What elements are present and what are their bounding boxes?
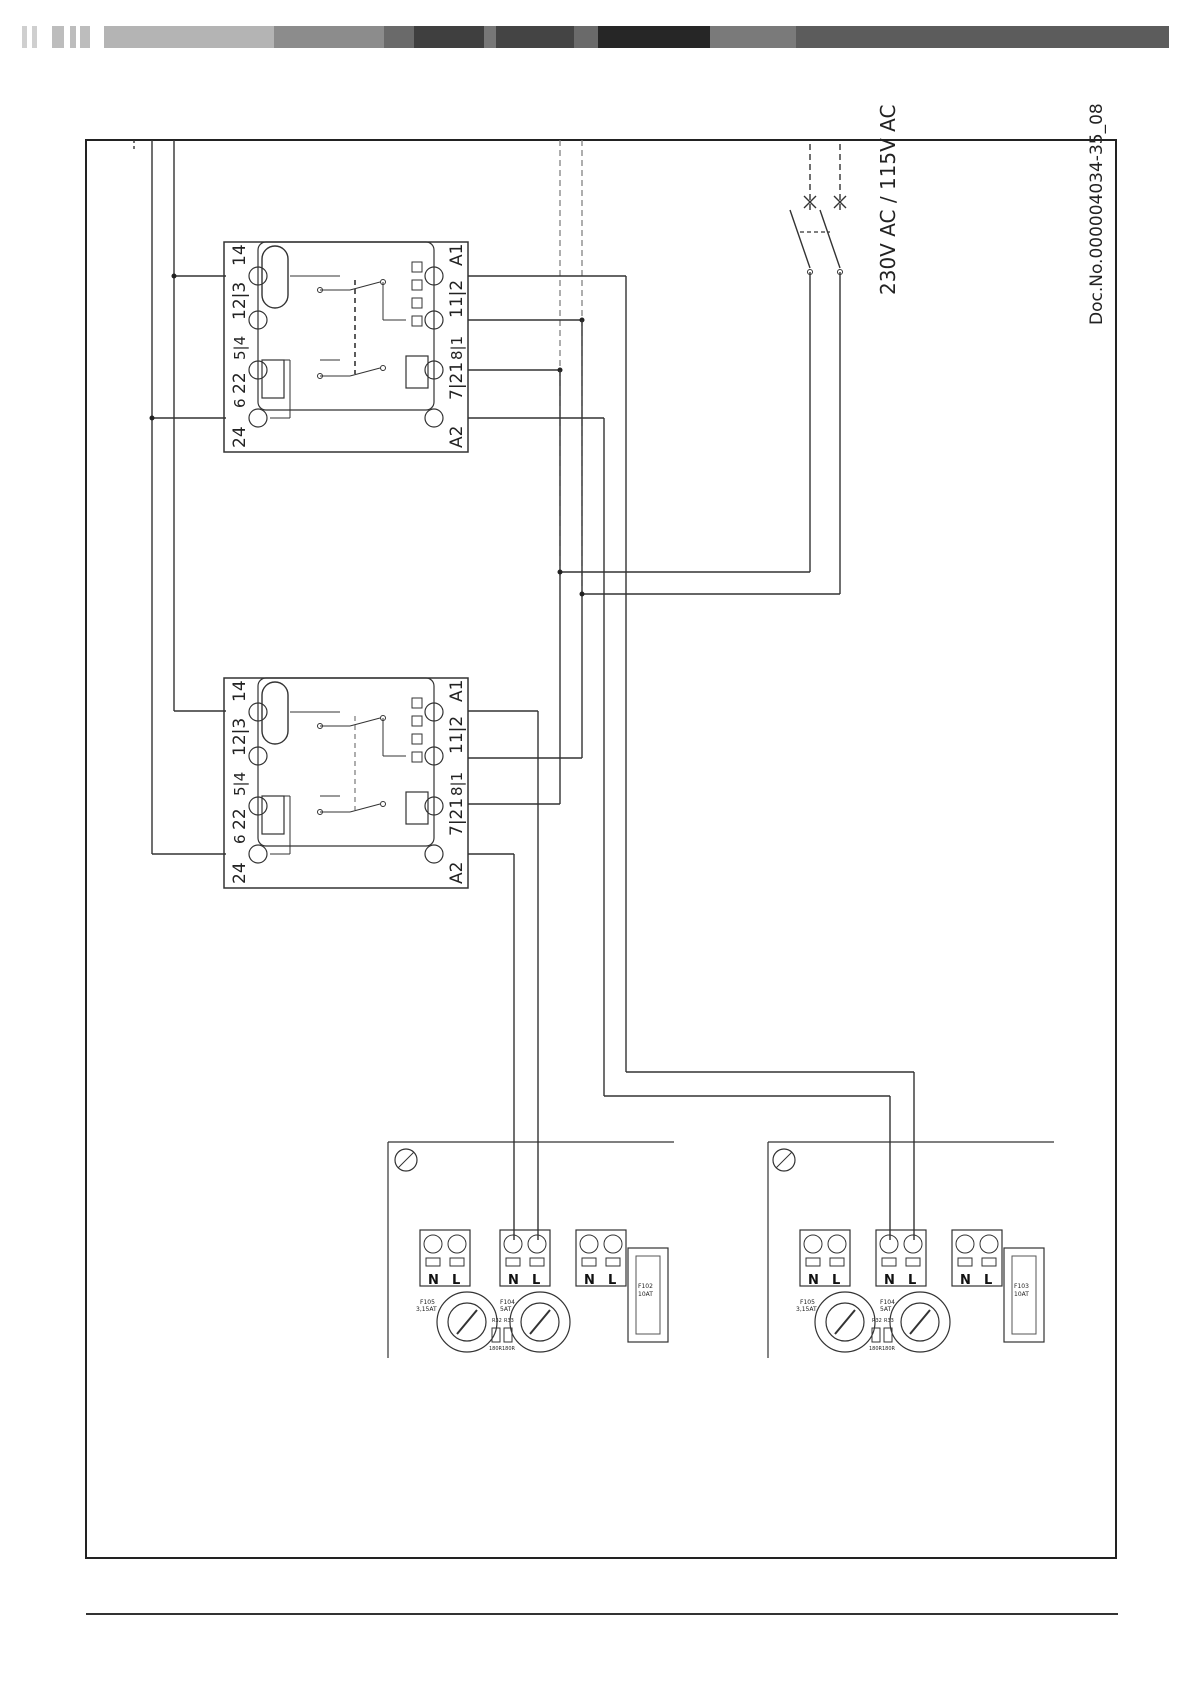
relay-1-flag-1	[412, 262, 422, 272]
relay-1-term-a2: A2	[447, 426, 467, 448]
svg-text:F103: F103	[1014, 1283, 1029, 1290]
relay-2-term-12: 12|3	[230, 718, 250, 756]
board-2-terminal-a: N L	[800, 1230, 850, 1288]
relay-2-indicator	[262, 682, 288, 744]
svg-text:5AT: 5AT	[500, 1306, 511, 1313]
svg-text:10AT: 10AT	[638, 1291, 653, 1298]
svg-text:3,15AT: 3,15AT	[796, 1306, 817, 1313]
svg-text:10AT: 10AT	[1014, 1291, 1029, 1298]
svg-text:L: L	[832, 1273, 840, 1288]
relay-1-flag-2	[412, 280, 422, 290]
board-2-terminal-c: N L	[952, 1230, 1002, 1288]
board-2-terminal-b: N L	[876, 1230, 926, 1288]
relay-2-term-7: 7|21	[447, 798, 467, 836]
relay-2: 14 12|3 5|4 22 6 24 A1 11|2 8|1 7|21 A2	[224, 678, 468, 888]
relay-1-term-6: 6	[231, 398, 249, 408]
relay-1-term-24: 24	[230, 426, 250, 448]
supply-voltage-label: 230V AC / 115V AC	[876, 105, 900, 295]
doc-number: Doc.No.000004034-35_08	[1087, 103, 1107, 325]
svg-text:180R: 180R	[489, 1346, 503, 1352]
relay-2-term-5: 5|4	[231, 772, 249, 796]
relay-1-term-12: 12|3	[230, 282, 250, 320]
svg-text:N: N	[960, 1273, 971, 1288]
relay-2-term-6: 6	[231, 834, 249, 844]
svg-text:N: N	[884, 1273, 895, 1288]
relay-2-term-8: 8|1	[448, 772, 466, 796]
relay-1-term-11: 11|2	[447, 280, 467, 318]
svg-text:F105: F105	[800, 1299, 815, 1306]
relay-1-term-8: 8|1	[448, 336, 466, 360]
board-1-terminal-b: N L	[500, 1230, 550, 1288]
relay-1-body	[224, 242, 468, 452]
svg-text:N: N	[584, 1273, 595, 1288]
svg-text:R32: R32	[492, 1318, 502, 1324]
svg-text:L: L	[532, 1273, 540, 1288]
svg-text:180R: 180R	[869, 1346, 883, 1352]
relay-1-term-7: 7|21	[447, 362, 467, 400]
relay-1-term-22: 22	[230, 372, 250, 394]
relay-1-indicator	[262, 246, 288, 308]
svg-text:L: L	[908, 1273, 916, 1288]
board-1-terminal-c: N L	[576, 1230, 626, 1288]
svg-text:180R: 180R	[882, 1346, 896, 1352]
svg-text:F105: F105	[420, 1299, 435, 1306]
svg-text:R32: R32	[872, 1318, 882, 1324]
relay-2-term-24: 24	[230, 862, 250, 884]
svg-text:N: N	[808, 1273, 819, 1288]
svg-text:N: N	[428, 1273, 439, 1288]
relay-1-term-5: 5|4	[231, 336, 249, 360]
relay-1: 14 12|3 5|4 22 6 24 A1 11|2 8|1 7|21 A2	[224, 242, 468, 452]
relay-2-term-a2: A2	[447, 862, 467, 884]
relay-1-flag-4	[412, 316, 422, 326]
board-1-terminal-a: N L	[420, 1230, 470, 1288]
svg-text:L: L	[608, 1273, 616, 1288]
svg-text:N: N	[508, 1273, 519, 1288]
svg-text:3,15AT: 3,15AT	[416, 1306, 437, 1313]
relay-2-term-22: 22	[230, 808, 250, 830]
relay-1-term-a1: A1	[447, 244, 467, 266]
svg-text:F104: F104	[880, 1299, 895, 1306]
svg-text:F102: F102	[638, 1283, 653, 1290]
relay-2-term-14: 14	[230, 680, 250, 702]
relay-2-body	[224, 678, 468, 888]
svg-text:R33: R33	[884, 1318, 894, 1324]
svg-text:180R: 180R	[502, 1346, 516, 1352]
board-1: N L N L N L F102 10AT F	[388, 1142, 674, 1358]
svg-text:F104: F104	[500, 1299, 515, 1306]
svg-text:L: L	[452, 1273, 460, 1288]
footer-rule	[86, 1613, 1118, 1615]
svg-text:5AT: 5AT	[880, 1306, 891, 1313]
svg-text:L: L	[984, 1273, 992, 1288]
svg-text:R33: R33	[504, 1318, 514, 1324]
relay-1-flag-3	[412, 298, 422, 308]
relay-2-term-a1: A1	[447, 680, 467, 702]
relay-1-term-14: 14	[230, 244, 250, 266]
relay-2-term-11: 11|2	[447, 716, 467, 754]
board-2: N L N L N L F103 10AT F	[768, 1142, 1054, 1358]
